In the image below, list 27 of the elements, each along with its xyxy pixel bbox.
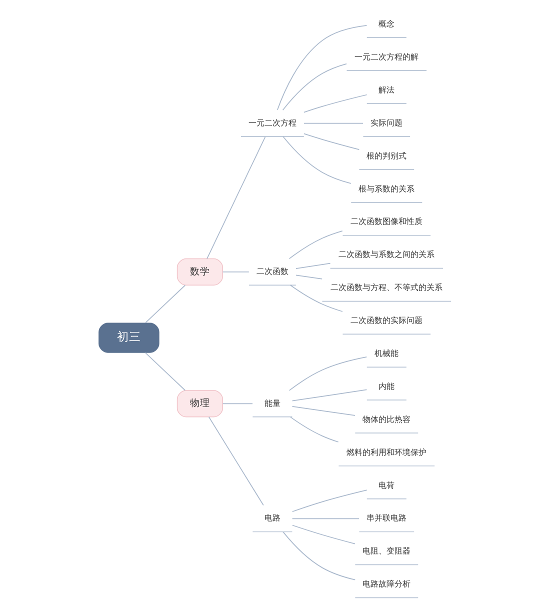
connector — [282, 136, 352, 184]
node-box: 数学 — [176, 258, 224, 286]
connector — [290, 284, 343, 312]
connector — [288, 230, 343, 260]
connector — [288, 356, 368, 391]
connector — [296, 274, 322, 280]
connector — [290, 416, 339, 442]
connector — [292, 518, 360, 520]
connector — [145, 284, 186, 324]
connector — [292, 524, 356, 544]
node-box: 物理 — [176, 390, 224, 418]
connector — [304, 133, 360, 150]
connector — [292, 389, 368, 402]
node-box: 初三 — [98, 322, 160, 353]
connector — [222, 271, 250, 272]
connector — [206, 136, 266, 260]
connector — [292, 490, 368, 512]
connector — [208, 416, 264, 506]
connector — [282, 531, 356, 580]
connector — [282, 63, 347, 111]
connector — [296, 262, 331, 269]
connector — [292, 406, 356, 416]
connector — [303, 94, 368, 113]
connector — [276, 25, 368, 110]
connector — [222, 403, 253, 404]
connector — [145, 352, 186, 391]
connector — [304, 122, 364, 124]
